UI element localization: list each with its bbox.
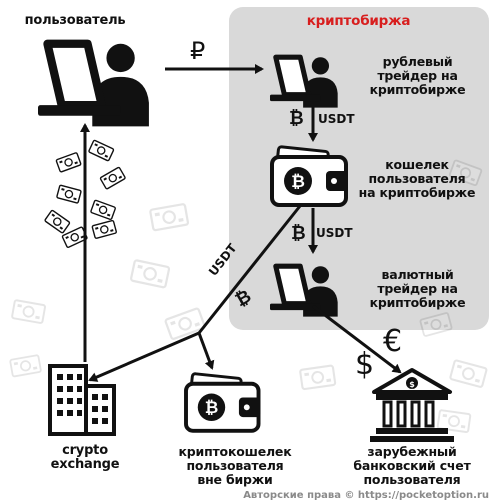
exchange-title: криптобиржа: [306, 13, 411, 29]
usdt-edge-label-2: USDT: [316, 226, 353, 240]
crypto-exchange-label: crypto exchange: [50, 443, 120, 472]
fx-trader-label: валютный трейдер на криптобирже: [369, 267, 466, 310]
exchange-wallet-label: кошелек пользователя на криптобирже: [358, 157, 476, 200]
exchange-wallet-icon: [270, 144, 350, 207]
bitcoin-edge-label-1: ₿: [289, 108, 304, 129]
bank-building-icon: $: [370, 368, 454, 442]
user-laptop-icon: [38, 44, 149, 127]
bitcoin-edge-label-2: ₿: [291, 223, 306, 244]
rub-trader-laptop-icon: [270, 57, 338, 107]
office-building-icon: [48, 364, 116, 436]
user-label: пользователь: [24, 13, 126, 28]
rub-trader-label: рублевый трейдер на криптобирже: [369, 54, 466, 97]
usdt-edge-label-1: USDT: [318, 112, 355, 126]
dollar-edge-label: $: [355, 347, 375, 382]
euro-edge-label: €: [383, 324, 403, 359]
svg-text:$: $: [409, 380, 415, 389]
rub-edge-label: ₽: [190, 37, 206, 65]
offexchange-wallet-label: криптокошелек пользователя вне биржи: [178, 444, 292, 487]
foreign-bank-label: зарубежный банковский счет пользователя: [353, 444, 471, 487]
flow-arrows: [80, 64, 402, 382]
offexchange-wallet-icon: [184, 371, 263, 433]
copyright-text: Авторские права © https://pocketoption.r…: [243, 490, 489, 501]
fx-trader-laptop-icon: [270, 266, 338, 316]
